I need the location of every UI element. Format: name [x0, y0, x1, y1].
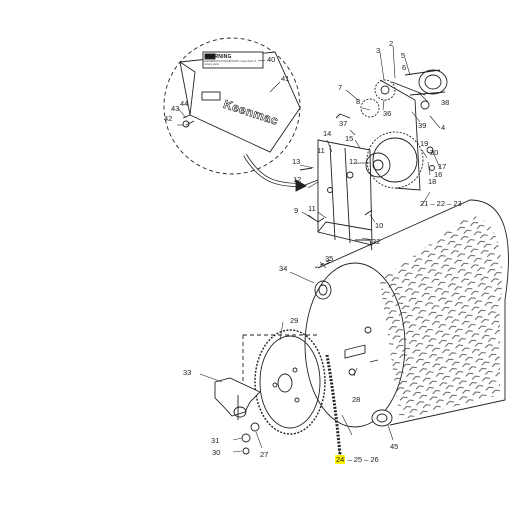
callout-9: 9 [294, 206, 299, 215]
callout-13: 13 [292, 157, 301, 166]
callout-44: 44 [180, 99, 189, 108]
callout-2: 2 [389, 39, 394, 48]
callout-4: 4 [441, 123, 446, 132]
callout-8: 8 [356, 97, 361, 106]
callout-24-group: 24 – 25 – 26 [335, 455, 379, 464]
callout-43: 43 [171, 104, 180, 113]
callout-27: 27 [260, 450, 269, 459]
callout-7: 7 [338, 83, 343, 92]
drum-tread [380, 215, 502, 420]
callout-41: 41 [281, 74, 290, 83]
callout-31: 31 [211, 436, 220, 445]
callout-30: 30 [212, 448, 221, 457]
frame-bracket [317, 139, 373, 246]
callout-37: 37 [339, 119, 348, 128]
callout-25-26: – 25 – 26 [347, 455, 379, 464]
callout-12-top: 12 [349, 157, 358, 166]
callout-3: 3 [376, 46, 381, 55]
warning-decal-text: DANGEROUS PINCHPOINTS. Keep clear of mov… [204, 60, 256, 66]
warning-decal-title: WARNING [206, 54, 232, 60]
callout-5: 5 [401, 51, 406, 60]
guard-detail-callout [163, 37, 301, 175]
callout-38: 38 [441, 98, 450, 107]
callout-12-mid: 12 [293, 175, 302, 184]
callout-35: 35 [325, 254, 334, 263]
callout-21-22-23: 21 – 22 – 23 [420, 199, 462, 208]
callout-39: 39 [418, 121, 427, 130]
callout-28: 28 [352, 395, 361, 404]
callout-45: 45 [390, 442, 399, 451]
callout-11-top: 11 [317, 146, 325, 155]
mount-bracket [214, 377, 261, 455]
callout-19: 19 [420, 139, 429, 148]
callout-15: 15 [345, 134, 354, 143]
callout-17: 17 [438, 162, 447, 171]
callout-24-highlight: 24 [335, 455, 346, 464]
callout-36: 36 [383, 109, 392, 118]
alignment-guide [242, 259, 331, 400]
callout-42: 42 [164, 114, 173, 123]
callout-33: 33 [183, 368, 192, 377]
callout-10: 10 [375, 221, 384, 230]
drive-chain [325, 354, 342, 456]
callout-18: 18 [428, 177, 437, 186]
callout-40: 40 [267, 55, 276, 64]
drive-sprocket-assembly [335, 69, 448, 191]
roller-drum [304, 199, 509, 428]
hardware-bolts [299, 167, 373, 251]
callout-11-bottom: 11 [308, 204, 316, 213]
callout-16: 16 [434, 170, 443, 179]
callout-6: 6 [402, 63, 407, 72]
callout-14: 14 [323, 129, 332, 138]
callout-29: 29 [290, 316, 299, 325]
callout-20: 20 [430, 148, 439, 157]
leader-lines [177, 45, 441, 459]
callout-34: 34 [279, 264, 288, 273]
large-sprocket [254, 329, 326, 435]
callout-32: 32 [372, 237, 381, 246]
